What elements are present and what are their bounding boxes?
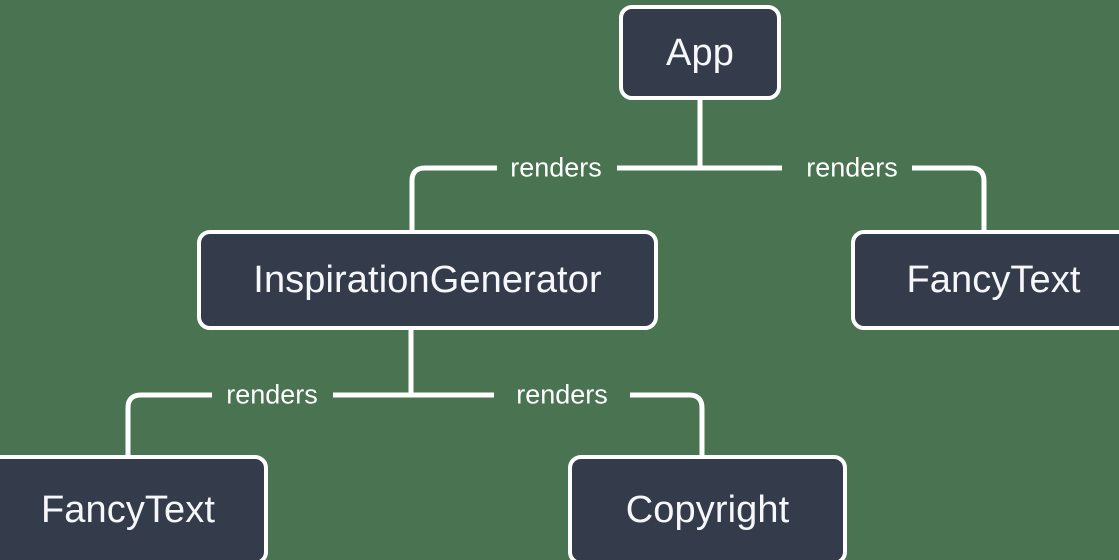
edge-label-app-inspirationgenerator: renders: [510, 152, 602, 183]
node-copyright-label: Copyright: [625, 489, 790, 531]
node-copyright[interactable]: Copyright: [568, 455, 847, 560]
edge-label-app-fancytext: renders: [806, 152, 898, 183]
node-fancytext-bottom[interactable]: FancyText: [0, 455, 268, 560]
edge-label-inspirationgenerator-copyright: renders: [516, 379, 608, 410]
node-fancytext-bottom-label: FancyText: [40, 489, 216, 531]
edge-label-inspirationgenerator-fancytext: renders: [226, 379, 318, 410]
node-inspiration-generator-label: InspirationGenerator: [253, 259, 602, 301]
node-fancytext-top[interactable]: FancyText: [851, 230, 1119, 330]
node-inspiration-generator[interactable]: InspirationGenerator: [197, 230, 658, 330]
node-app-label: App: [666, 31, 734, 74]
node-fancytext-top-label: FancyText: [906, 259, 1081, 301]
node-app[interactable]: App: [619, 5, 781, 100]
